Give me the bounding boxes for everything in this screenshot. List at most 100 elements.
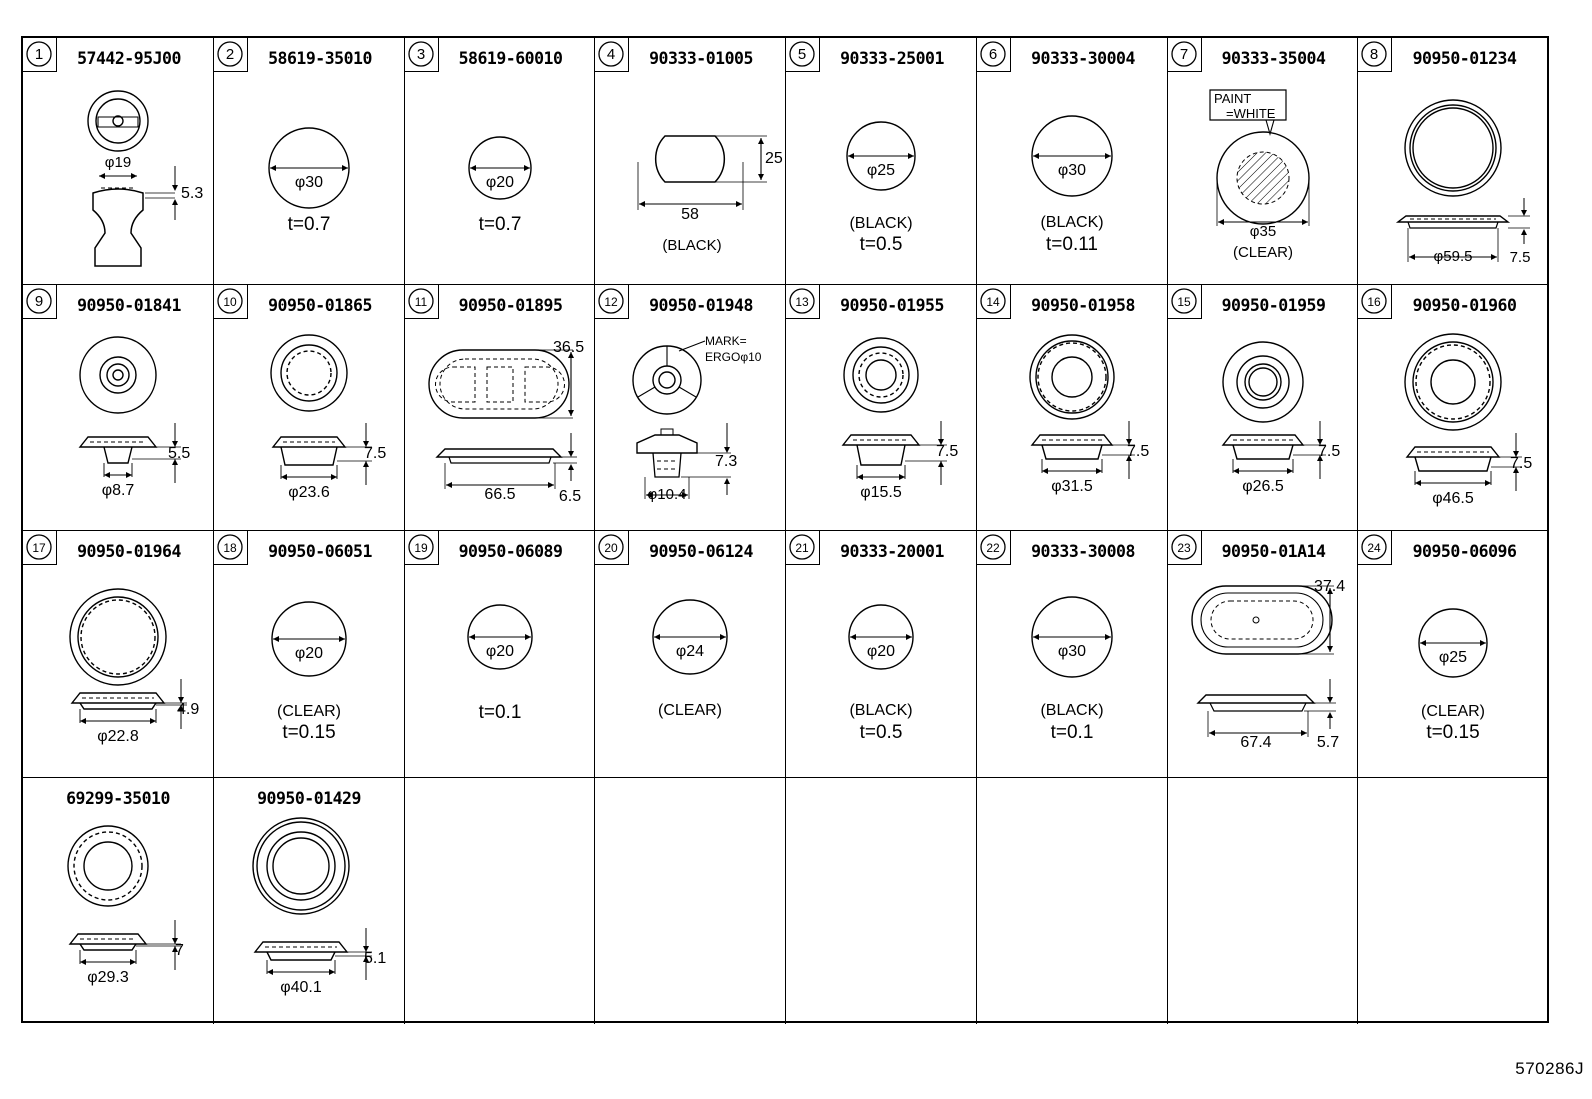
arrow-head	[1033, 153, 1039, 159]
dimension-label: φ25	[867, 162, 895, 179]
outline-shape	[1430, 359, 1476, 405]
item-number: 23	[1177, 541, 1191, 555]
part-number: 90950-01955	[840, 296, 944, 315]
outline-shape	[1405, 446, 1501, 458]
arrow-head	[568, 451, 574, 457]
arrow-head	[1409, 254, 1415, 260]
outline-shape	[856, 444, 906, 466]
outline-shape	[92, 188, 144, 267]
arrow-head	[363, 956, 369, 962]
dimension-label: t=0.1	[1051, 722, 1094, 743]
number-circle	[1171, 288, 1197, 314]
outline-shape	[843, 337, 919, 413]
outline-shape	[467, 604, 533, 670]
outline-shape	[652, 599, 728, 675]
number-circle	[408, 534, 434, 560]
part-cell	[977, 778, 1168, 1024]
arrow-head	[363, 461, 369, 467]
part-number: 90950-01841	[77, 296, 181, 315]
arrow-head	[1317, 455, 1323, 461]
outline-shape	[678, 386, 697, 398]
part-number: 90950-01960	[1412, 296, 1517, 315]
item-number-badge: 16	[1358, 285, 1392, 319]
item-number: 19	[414, 541, 428, 555]
outline-shape	[1200, 592, 1324, 648]
dimension-label: φ20	[486, 174, 514, 191]
item-number: 18	[223, 541, 237, 555]
dimension-label: 7.5	[936, 443, 958, 460]
part-cell	[595, 778, 786, 1024]
item-number: 8	[1370, 46, 1378, 63]
item-number-badge: 12	[595, 285, 629, 319]
outline-shape	[99, 356, 137, 394]
outline-shape	[1196, 694, 1316, 704]
outline-shape	[637, 386, 656, 398]
part-drawing: φ30(BLACK)t=0.11	[1031, 115, 1113, 255]
dimension-label: φ30	[1058, 643, 1086, 660]
outline-shape	[280, 446, 338, 466]
arrow-head	[1233, 468, 1239, 474]
arrow-head	[568, 352, 574, 358]
part-drawing: φ29.37	[67, 825, 184, 986]
arrow-head	[99, 173, 105, 179]
item-number-badge: 7	[1168, 38, 1202, 72]
dimension-label: φ10.4	[648, 486, 687, 503]
number-circle	[26, 288, 52, 314]
part-number: 90333-25001	[840, 49, 944, 68]
outline-shape	[256, 821, 346, 911]
part-cell	[786, 778, 977, 1024]
item-number: 3	[417, 46, 425, 63]
part-number: 90950-01959	[1221, 296, 1326, 315]
arrow-head	[172, 459, 178, 465]
item-number: 17	[32, 541, 46, 555]
outline-shape	[657, 460, 677, 470]
arrow-head	[848, 153, 854, 159]
outline-shape	[67, 825, 149, 907]
outline-shape	[1029, 334, 1115, 420]
number-circle	[1361, 534, 1387, 560]
arrow-head	[172, 946, 178, 952]
outline-shape	[1412, 341, 1494, 423]
part-number: 90950-01958	[1031, 296, 1135, 315]
outline-shape	[1407, 221, 1499, 229]
item-number-badge: 10	[214, 285, 248, 319]
outline-shape	[1415, 344, 1491, 420]
outline-shape	[103, 446, 133, 464]
number-circle	[26, 41, 52, 67]
outline-shape	[468, 136, 532, 200]
outline-shape	[79, 702, 157, 710]
number-circle	[980, 288, 1006, 314]
part-cell	[1358, 778, 1549, 1024]
dimension-label: 5.1	[364, 950, 386, 967]
arrow-head	[682, 492, 688, 498]
outline-shape	[97, 116, 139, 128]
arrow-head	[1301, 730, 1307, 736]
arrow-head	[80, 959, 86, 965]
dimension-label: φ22.8	[97, 728, 139, 745]
item-number: 7	[1180, 46, 1188, 63]
dimension-label: (CLEAR)	[1233, 244, 1293, 261]
arrow-head	[720, 634, 726, 640]
arrow-head	[1317, 439, 1323, 445]
arrow-head	[724, 447, 730, 453]
arrow-head	[568, 464, 574, 470]
arrow-head	[1327, 697, 1333, 703]
arrow-head	[524, 165, 530, 171]
dimension-label: φ29.3	[87, 969, 129, 986]
number-circle	[217, 41, 243, 67]
arrow-head	[857, 474, 863, 480]
dimension-label: t=0.15	[1426, 722, 1479, 743]
dimension-label: t=0.5	[860, 722, 903, 743]
dimension-label: t=0.15	[282, 722, 335, 743]
outline-shape	[271, 436, 347, 448]
